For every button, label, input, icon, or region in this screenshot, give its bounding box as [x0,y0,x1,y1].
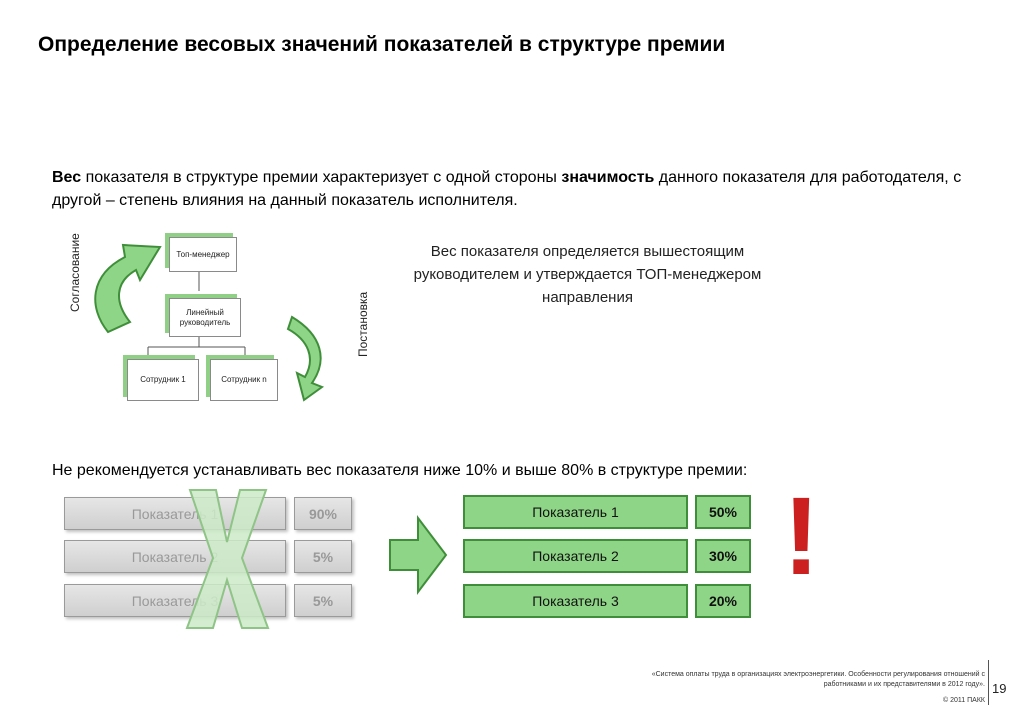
approval-note: Вес показателя определяется вышестоящим … [413,243,762,306]
intro-term: Вес [52,169,82,186]
org-connectors [94,243,325,402]
org-box-employee-1: Сотрудник 1 [127,359,199,401]
right-indicator-3: Показатель 3 [463,584,688,618]
page-title: Определение весовых значений показателей… [38,33,726,56]
right-indicator-1: Показатель 1 [463,495,688,529]
footer-divider [988,660,989,705]
wrong-weight-2: 5% [294,540,352,573]
wrong-weight-1: 90% [294,497,352,530]
curved-arrow-up-icon [94,243,162,334]
intro-text-2: данного показателя для работодателя, с д… [52,169,962,209]
agreement-label: Согласование [68,233,82,312]
page-number: 19 [992,681,1007,696]
org-box-line-manager: Линейный руководитель [169,298,241,337]
right-weight-2: 30% [695,539,751,573]
wrong-weight-3: 5% [294,584,352,617]
curved-arrow-down-icon [286,315,325,402]
org-box-employee-n: Сотрудник n [210,359,278,401]
intro-paragraph: Вес показателя в структуре премии характ… [52,166,982,212]
right-indicator-2: Показатель 2 [463,539,688,573]
wrong-indicator-2: Показатель 2 [64,540,286,573]
right-weight-3: 20% [695,584,751,618]
cross-x-icon [185,489,270,629]
source-footnote: «Система оплаты труда в организациях эле… [651,671,985,688]
right-arrow-icon [389,515,448,595]
intro-text-1: показателя в структуре премии характериз… [81,169,562,186]
exclamation-mark: ! [783,475,820,598]
copyright: © 2011 ПАКК [943,697,985,704]
right-weight-1: 50% [695,495,751,529]
recommendation-text: Не рекомендуется устанавливать вес показ… [52,462,748,479]
org-box-top-manager: Топ-менеджер [169,237,237,272]
intro-emphasis: значимость [561,169,655,186]
setting-label: Постановка [356,291,370,357]
